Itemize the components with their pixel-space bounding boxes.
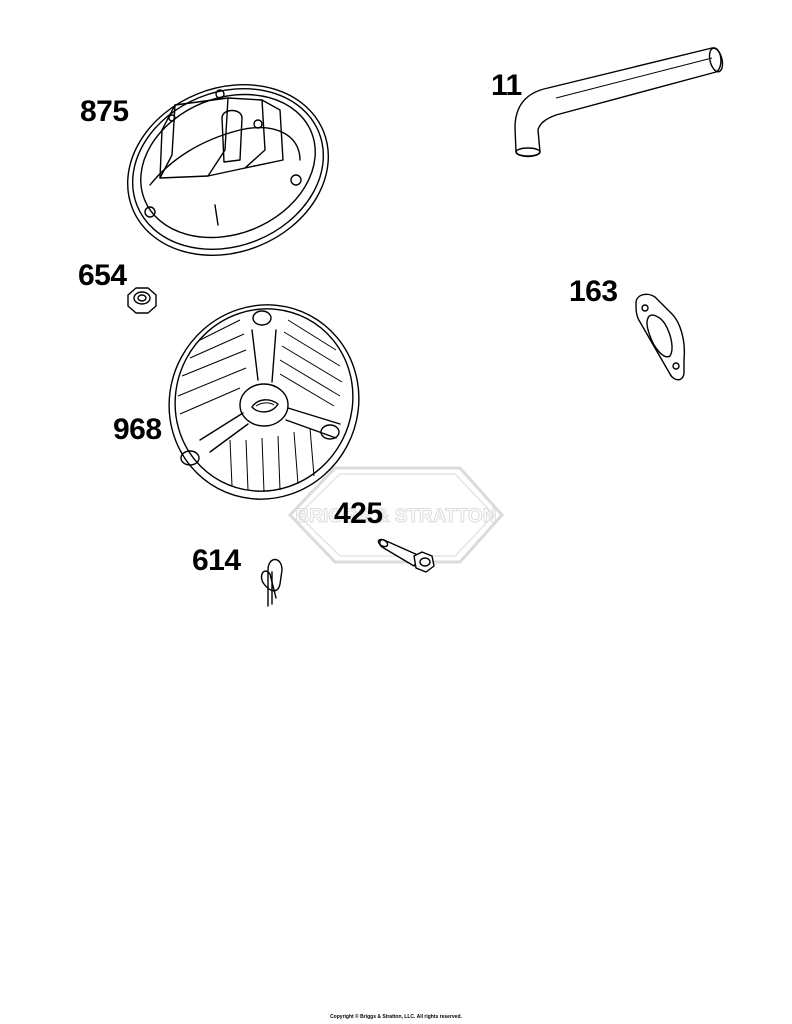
- callout-968: 968: [113, 413, 162, 446]
- callout-425: 425: [334, 497, 383, 530]
- watermark-logo: BRIGGS & STRATTON: [287, 466, 505, 564]
- part-163-gasket: [635, 293, 686, 381]
- part-425-bolt: [377, 538, 435, 573]
- callout-163: 163: [569, 275, 618, 308]
- part-614-clip: [260, 558, 283, 607]
- watermark-text: BRIGGS & STRATTON: [296, 506, 497, 527]
- callout-614: 614: [192, 544, 241, 577]
- part-654-nut: [127, 287, 157, 314]
- part-11-tube: [514, 47, 724, 158]
- callout-875: 875: [80, 95, 129, 128]
- part-875-housing: [126, 84, 330, 256]
- callout-11: 11: [491, 69, 522, 102]
- part-968-cover: [168, 304, 360, 500]
- copyright-notice: Copyright © Briggs & Stratton, LLC. All …: [330, 1014, 462, 1020]
- callout-654: 654: [78, 259, 127, 292]
